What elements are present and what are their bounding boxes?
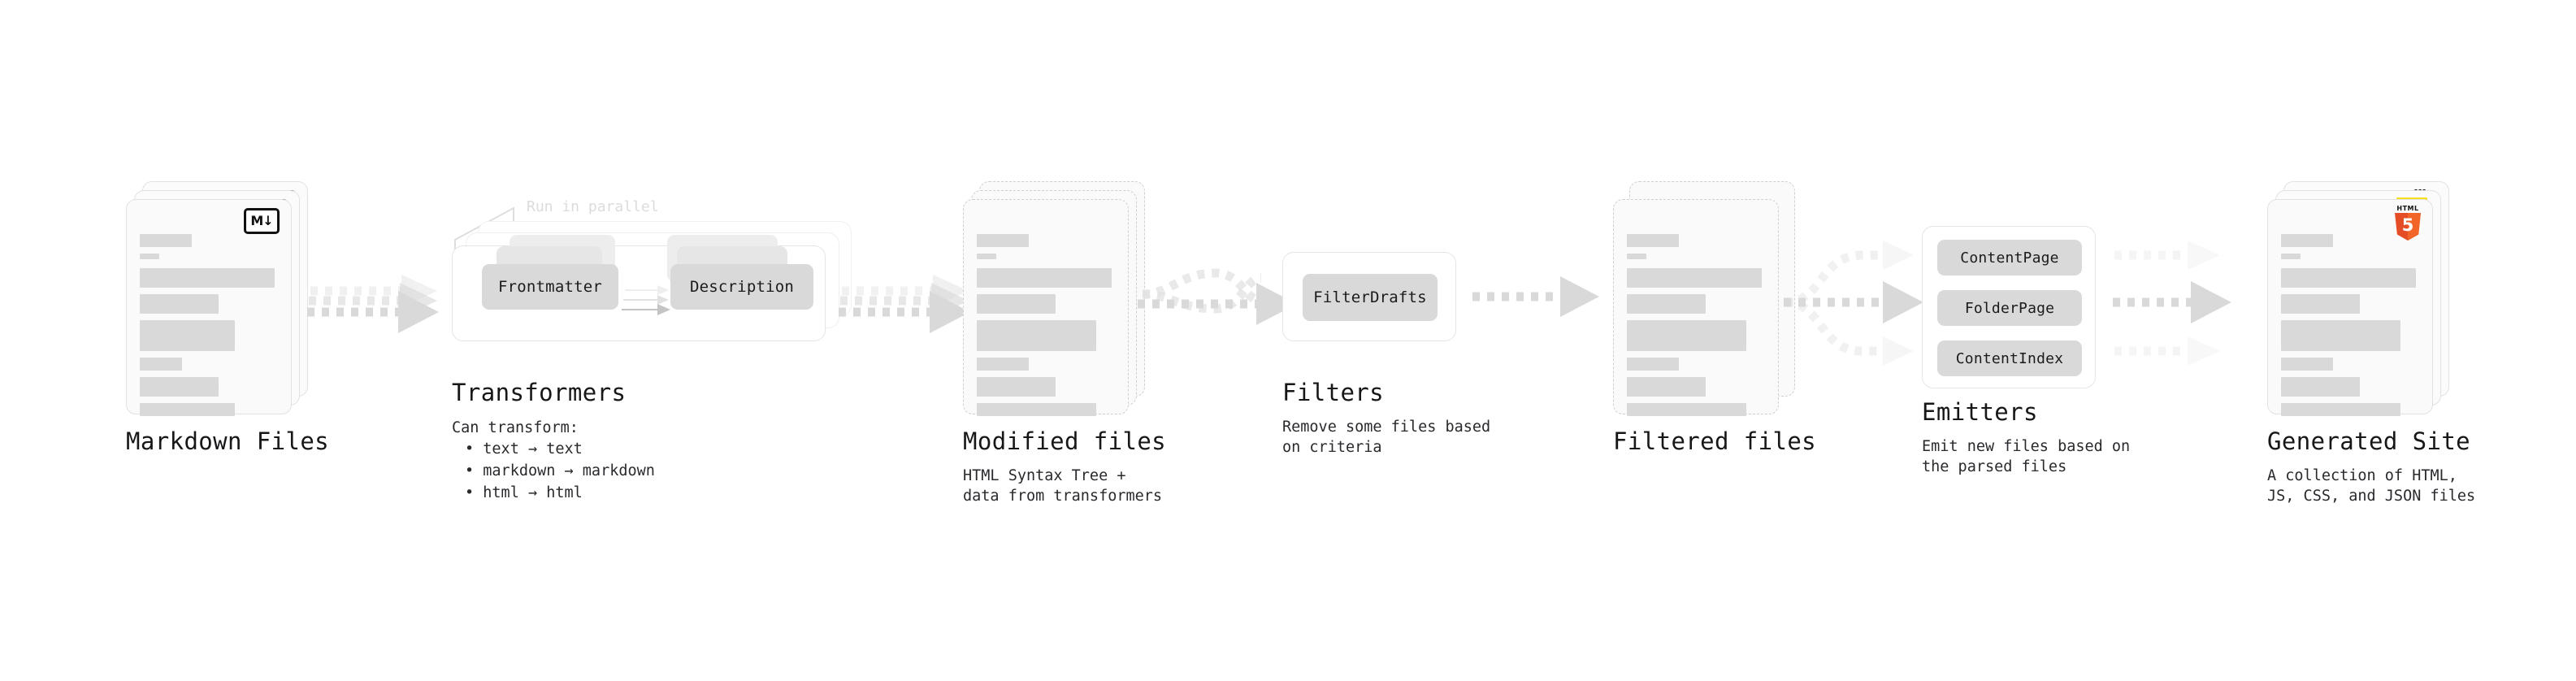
modified-files-card-stack	[963, 181, 1145, 435]
skeleton-bar	[140, 320, 235, 351]
emitters-desc: Emit new files based on the parsed files	[1922, 438, 2131, 475]
skeleton-bar	[1627, 377, 1706, 397]
skeleton-bar	[2281, 320, 2400, 351]
html5-icon: HTML 5	[2393, 205, 2422, 241]
emitter-plugin-contentpage[interactable]: ContentPage	[1937, 240, 2082, 275]
generated-site-desc: A collection of HTML, JS, CSS, and JSON …	[2267, 467, 2476, 505]
skeleton-bar	[1627, 268, 1762, 288]
skeleton-bar	[140, 234, 192, 247]
arrow-markdown-to-transformers	[307, 275, 439, 333]
modified-files-desc: HTML Syntax Tree + data from transformer…	[963, 467, 1163, 505]
skeleton-bars	[1627, 234, 1767, 423]
inner-flow-arrows	[622, 285, 670, 315]
skeleton-bar	[977, 358, 1029, 371]
arrow-filtered-to-emitters	[1784, 241, 1923, 366]
arrow-transformers-to-modified	[839, 275, 970, 333]
plugin-label: Frontmatter	[497, 278, 603, 296]
skeleton-bar	[977, 403, 1096, 416]
arrow-emitters-to-site	[2113, 241, 2231, 366]
transform-bullet-3: • html → html	[465, 484, 583, 501]
skeleton-bar	[2281, 377, 2360, 397]
filters-title: Filters	[1282, 379, 1385, 406]
skeleton-bar	[140, 268, 275, 288]
transformer-plugin-frontmatter[interactable]: Frontmatter	[482, 264, 618, 310]
markdown-icon: M↓	[244, 208, 280, 234]
skeleton-bar	[2281, 358, 2333, 371]
arrow-filters-to-filtered	[1472, 276, 1599, 317]
transform-bullet-1: • text → text	[465, 440, 583, 458]
transformer-group: Frontmatter Description	[452, 235, 826, 341]
skeleton-bars	[140, 234, 280, 423]
plugin-label: FolderPage	[1964, 299, 2055, 317]
skeleton-bar	[140, 254, 159, 259]
skeleton-bar	[1627, 294, 1706, 314]
document-card-front: HTML 5	[2267, 199, 2433, 416]
plugin-label: ContentPage	[1960, 249, 2059, 267]
skeleton-bar	[140, 403, 235, 416]
arrow-modified-to-filters	[1138, 268, 1297, 325]
html5-icon-shield-inner	[2408, 213, 2421, 241]
generated-site-card-stack: CSS HTML 5	[2267, 181, 2449, 435]
filters-desc: Remove some files based on criteria	[1282, 419, 1491, 456]
filtered-files-title: Filtered files	[1613, 427, 1817, 455]
transformers-desc: Can transform:	[452, 419, 579, 436]
modified-files-title: Modified files	[963, 427, 1167, 455]
skeleton-bar	[977, 254, 996, 259]
emitter-group: ContentPage FolderPage ContentIndex	[1922, 226, 2096, 388]
skeleton-bar	[140, 294, 219, 314]
plugin-label: FilterDrafts	[1313, 288, 1427, 306]
plugin-label: Description	[689, 278, 795, 296]
skeleton-bar	[1627, 358, 1679, 371]
skeleton-bar	[977, 234, 1029, 247]
markdown-files-title: Markdown Files	[126, 427, 330, 455]
run-in-parallel-label: Run in parallel	[527, 198, 659, 215]
transform-bullet-2: • markdown → markdown	[465, 462, 655, 479]
emitter-plugin-folderpage[interactable]: FolderPage	[1937, 290, 2082, 326]
skeleton-bar	[1627, 234, 1679, 247]
emitters-title: Emitters	[1922, 398, 2038, 426]
html5-icon-caption: HTML	[2396, 205, 2419, 212]
generated-site-title: Generated Site	[2267, 427, 2471, 455]
filtered-files-card-stack	[1613, 181, 1795, 435]
skeleton-bars	[977, 234, 1117, 423]
skeleton-bar	[977, 294, 1056, 314]
skeleton-bar	[2281, 403, 2400, 416]
skeleton-bar	[140, 377, 219, 397]
skeleton-bar	[2281, 254, 2301, 259]
document-card-front	[1613, 199, 1779, 416]
skeleton-bar	[1627, 254, 1646, 259]
skeleton-bar	[977, 377, 1056, 397]
document-card-front	[963, 199, 1129, 416]
transformer-plugin-description[interactable]: Description	[670, 264, 813, 310]
skeleton-bar	[140, 358, 182, 371]
transformers-title: Transformers	[452, 379, 627, 406]
markdown-files-card-stack: M↓ M↓ M↓	[126, 181, 308, 435]
skeleton-bar	[1627, 320, 1746, 351]
skeleton-bar	[977, 320, 1096, 351]
emitter-plugin-contentindex[interactable]: ContentIndex	[1937, 340, 2082, 376]
skeleton-bar	[2281, 234, 2333, 247]
html5-icon-digit: 5	[2401, 215, 2414, 235]
filter-group: FilterDrafts	[1282, 252, 1456, 341]
plugin-label: ContentIndex	[1955, 349, 2064, 367]
skeleton-bar	[1627, 403, 1746, 416]
filter-plugin-filterdrafts[interactable]: FilterDrafts	[1303, 274, 1438, 321]
skeleton-bar	[2281, 268, 2416, 288]
skeleton-bar	[2281, 294, 2360, 314]
skeleton-bar	[977, 268, 1112, 288]
document-card-front: M↓	[126, 199, 292, 416]
skeleton-bars	[2281, 234, 2421, 423]
